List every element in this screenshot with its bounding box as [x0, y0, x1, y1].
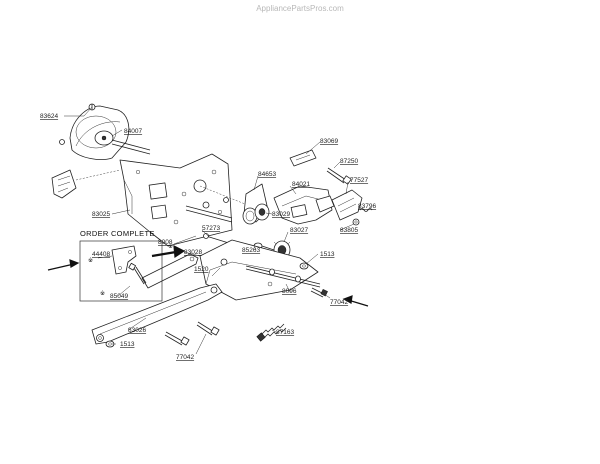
spring-83796[interactable] [359, 208, 373, 212]
svg-text:※: ※ [168, 243, 173, 250]
callout-87163[interactable]: 87163 [276, 329, 294, 336]
callout-1513-lower[interactable]: 1513 [120, 341, 135, 348]
arrow-right [342, 295, 369, 307]
callout-83028[interactable]: 83028 [184, 249, 202, 256]
callout-83026[interactable]: 83026 [128, 327, 146, 334]
callout-83624[interactable]: 83624 [40, 113, 58, 120]
left-bracket[interactable] [51, 169, 121, 199]
main-mounting-plate[interactable] [119, 153, 261, 247]
watermark-text: AppliancePartsPros.com [256, 4, 344, 13]
callout-83796[interactable]: 83796 [358, 203, 376, 210]
leader-lines [64, 106, 365, 355]
arrow-center: ※ [151, 243, 186, 259]
callout-labels: 83624 84007 83069 87250 84653 84021 7752… [40, 113, 376, 361]
callout-1513-upper[interactable]: 1513 [320, 251, 335, 258]
callout-1520[interactable]: 1520 [194, 266, 209, 273]
washer-83805[interactable] [352, 218, 360, 226]
washer-1513-upper[interactable] [299, 262, 309, 270]
arrow-left [47, 259, 80, 271]
callout-83069[interactable]: 83069 [320, 138, 338, 145]
callout-44408[interactable]: 44408 [92, 251, 110, 258]
callout-87250[interactable]: 87250 [340, 158, 358, 165]
shaft-pins[interactable] [185, 197, 233, 223]
svg-text:※: ※ [100, 290, 105, 297]
screw-87163[interactable] [256, 323, 287, 342]
lever-arm-83026[interactable] [91, 283, 223, 345]
screw-77042-upper[interactable] [310, 287, 328, 298]
callout-77527[interactable]: 77527 [350, 177, 368, 184]
screw-87250[interactable] [326, 167, 352, 185]
switch-housing-84021[interactable] [273, 185, 335, 225]
callout-83027[interactable]: 83027 [290, 227, 308, 234]
callout-8008[interactable]: 8008 [158, 239, 173, 246]
callout-77042-lower[interactable]: 77042 [176, 354, 194, 361]
callout-77042-upper[interactable]: 77042 [330, 299, 348, 306]
callout-85049[interactable]: 85049 [110, 293, 128, 300]
gear-83029[interactable] [254, 203, 270, 221]
rod-8096[interactable] [245, 265, 321, 288]
svg-text:※: ※ [88, 257, 93, 264]
callout-84007[interactable]: 84007 [124, 128, 142, 135]
callout-83029[interactable]: 83029 [272, 211, 290, 218]
callout-83805[interactable]: 83805 [340, 227, 358, 234]
callout-85263[interactable]: 85263 [242, 247, 260, 254]
callout-84021[interactable]: 84021 [292, 181, 310, 188]
order-complete-box: ※ ※ [79, 240, 163, 302]
motor-housing-84007[interactable] [69, 105, 151, 160]
screw-77042-lower[interactable] [164, 321, 220, 346]
link-arm[interactable] [141, 253, 199, 289]
callout-84653[interactable]: 84653 [258, 171, 276, 178]
order-complete-label: ORDER COMPLETE [80, 229, 155, 238]
callout-83025[interactable]: 83025 [92, 211, 110, 218]
callout-8096[interactable]: 8096 [282, 288, 297, 295]
clip-77527[interactable] [331, 189, 363, 221]
callout-57273[interactable]: 57273 [202, 225, 220, 232]
bracket-83069[interactable] [289, 149, 317, 167]
